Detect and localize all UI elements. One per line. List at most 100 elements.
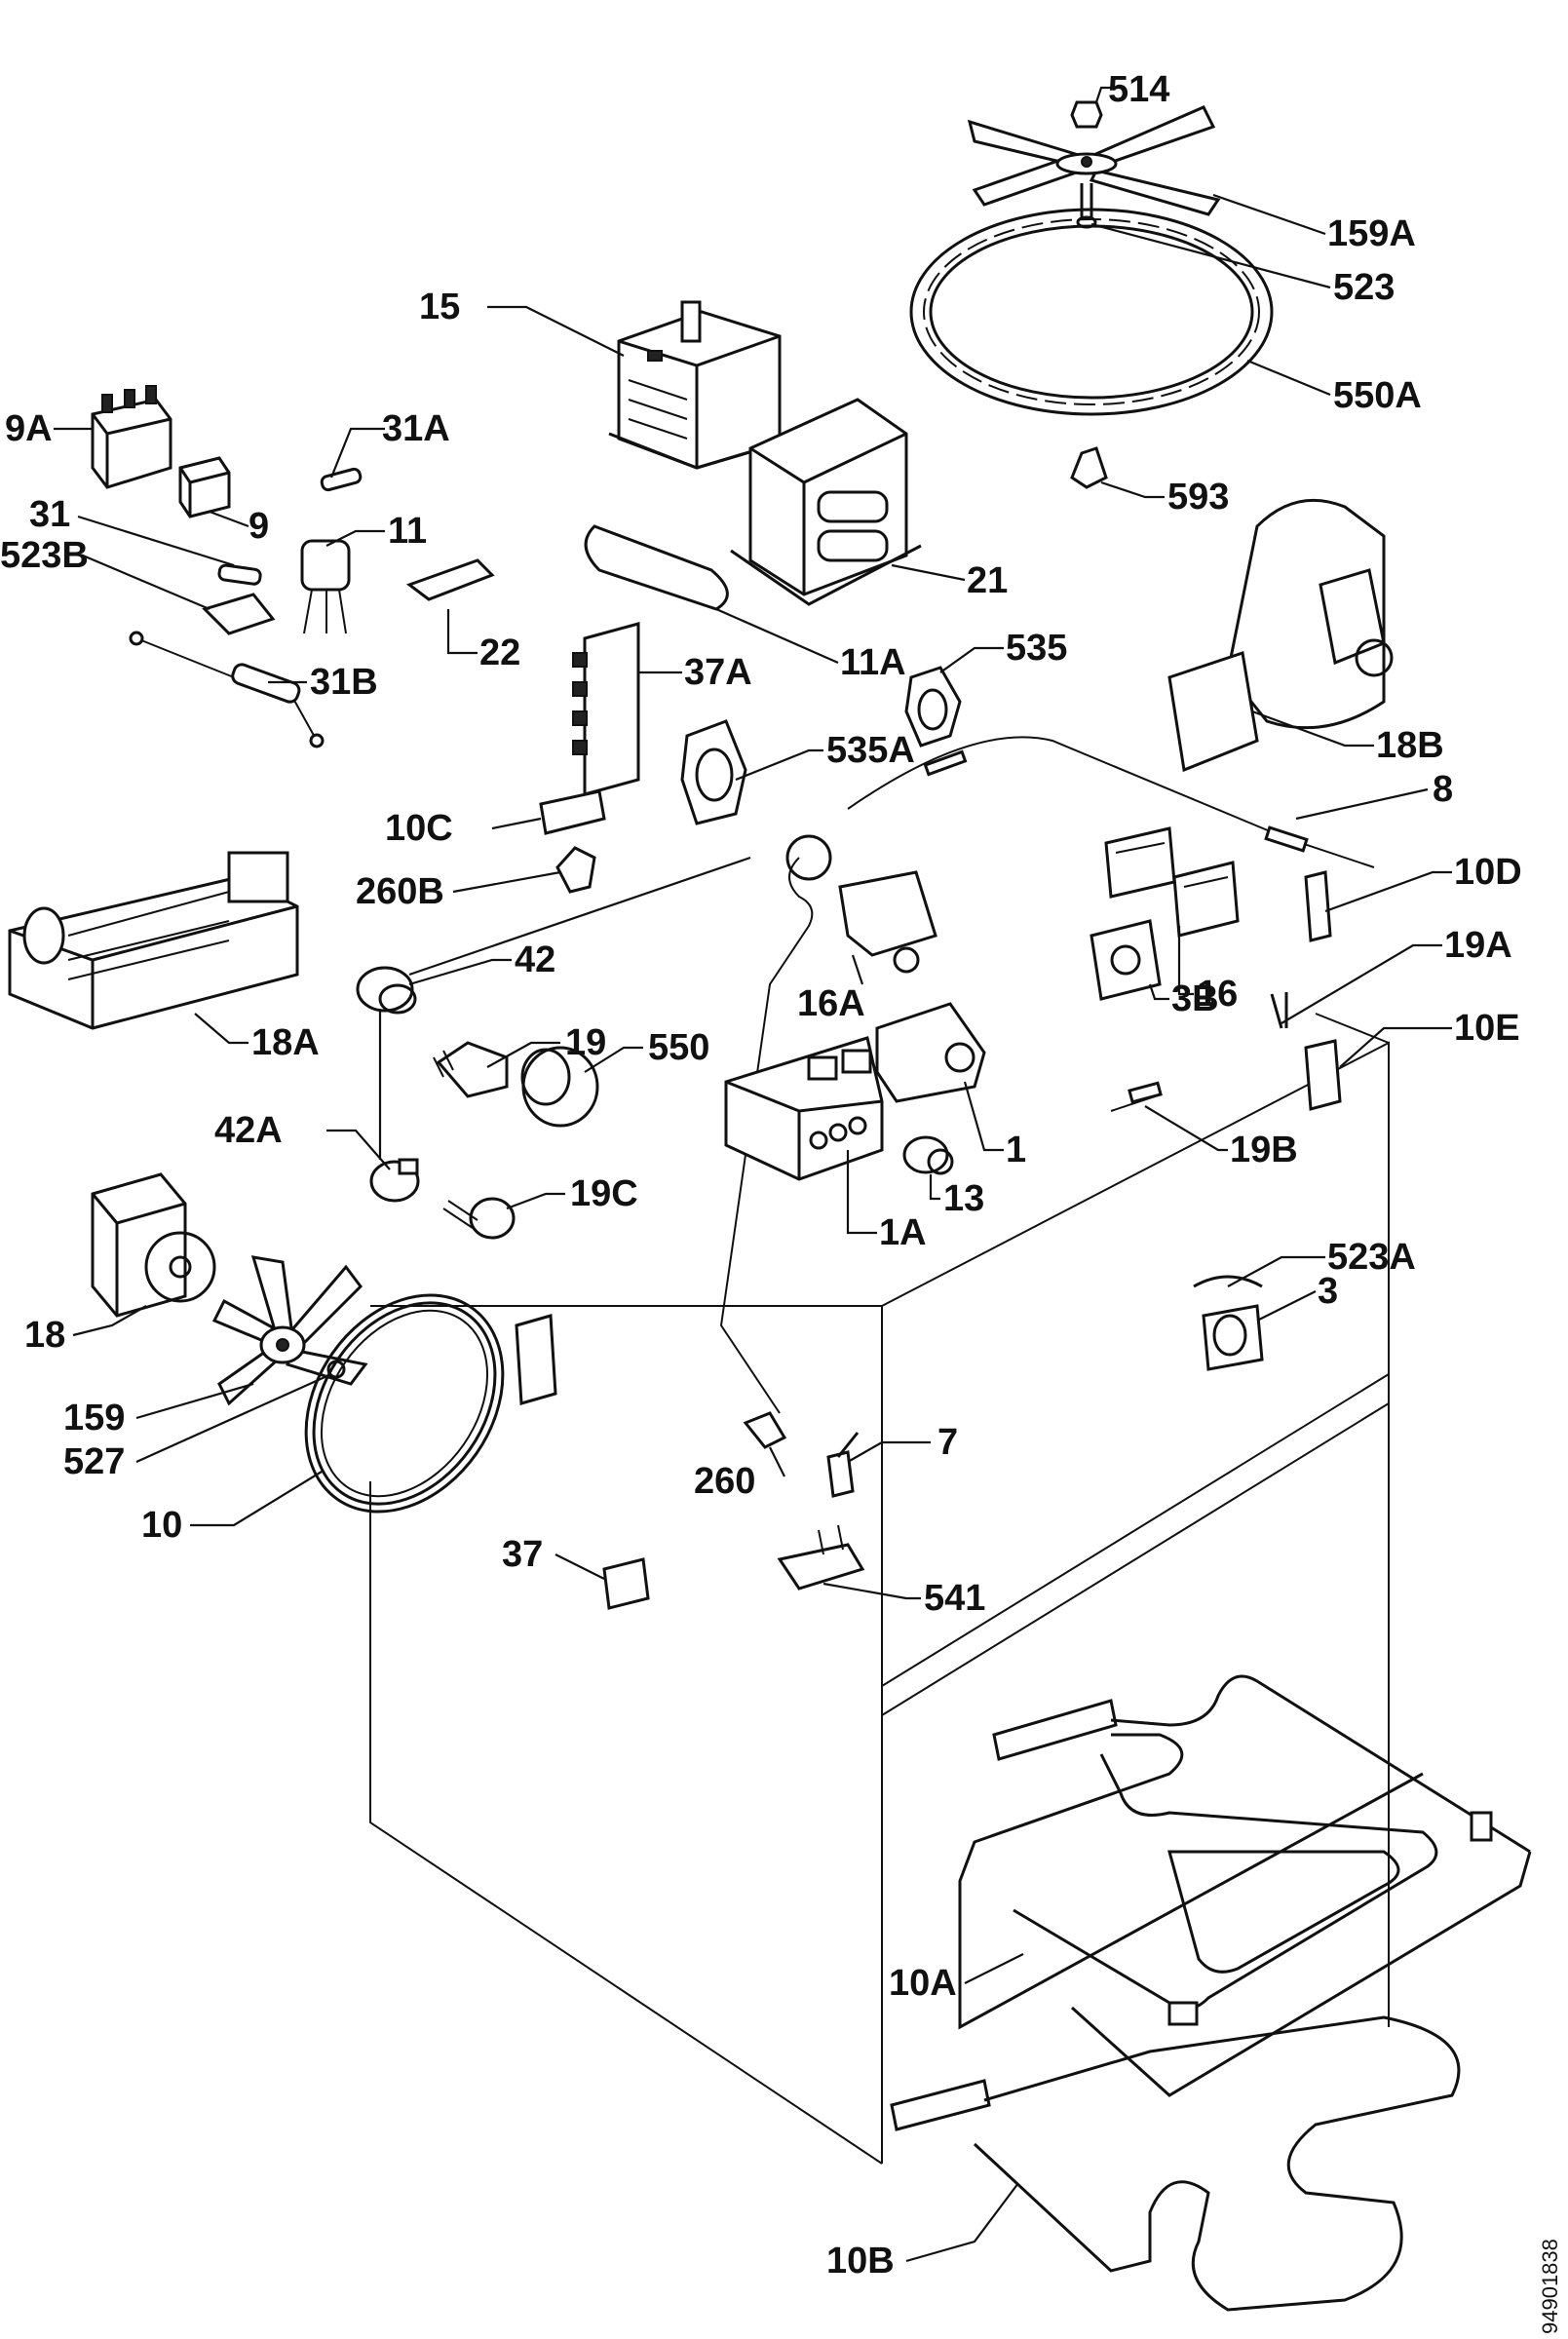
capacitor-11a [584, 524, 729, 611]
fuse-31a [320, 467, 363, 492]
label-16a: 16A [797, 983, 865, 1024]
label-9a: 9A [5, 408, 53, 449]
label-159a: 159A [1327, 213, 1416, 254]
label-11a: 11A [840, 642, 906, 683]
thermostat-3 [1202, 1304, 1264, 1371]
label-37a: 37A [684, 652, 752, 693]
label-523b: 523B [0, 535, 89, 576]
lamp-holder-535a [680, 719, 747, 825]
clip-593 [1070, 446, 1108, 489]
relay-9a [91, 385, 172, 489]
lamp-19 [433, 1041, 509, 1098]
sensor-8 [847, 736, 1375, 868]
terminal-block-37a [572, 622, 640, 796]
label-31b: 31B [310, 662, 378, 703]
label-13: 13 [943, 1178, 984, 1219]
label-10a: 10A [889, 1963, 957, 2004]
motor-18 [91, 1172, 216, 1318]
label-37: 37 [502, 1534, 543, 1575]
lamp-holder-535 [904, 666, 962, 748]
label-15: 15 [419, 287, 460, 327]
cable-19b [1110, 1081, 1163, 1112]
leader-lines [54, 86, 1452, 2263]
label-19b: 19B [1230, 1130, 1298, 1170]
label-10d: 10D [1454, 852, 1522, 893]
connector-37 [602, 1557, 650, 1610]
label-19c: 19C [570, 1173, 638, 1214]
label-1: 1 [1006, 1130, 1026, 1170]
programmer-1 [875, 1002, 986, 1103]
diode-22 [405, 558, 495, 601]
label-8: 8 [1433, 769, 1453, 810]
label-31: 31 [29, 494, 70, 535]
label-42: 42 [515, 939, 555, 980]
fan-blade-159a [967, 105, 1221, 229]
label-550a: 550A [1333, 375, 1422, 416]
label-260b: 260B [356, 871, 444, 912]
bottom-element-10b [890, 2015, 1461, 2312]
lens-550 [520, 1046, 599, 1128]
transformer-21 [730, 398, 922, 606]
label-19: 19 [565, 1022, 606, 1063]
fan-159 [211, 1255, 368, 1406]
switch-16 [1104, 826, 1240, 938]
label-550: 550 [648, 1027, 709, 1068]
label-7: 7 [937, 1422, 958, 1463]
label-19a: 19A [1444, 925, 1512, 966]
connector-10c [539, 789, 606, 835]
resistor-31b [129, 631, 325, 748]
grill-element-10a [958, 1674, 1532, 2097]
oven-cabinet [369, 1013, 1390, 2165]
control-panel-1a [724, 1036, 884, 1181]
fuse-31 [217, 563, 262, 586]
connector-10e [1304, 1039, 1342, 1111]
label-18b: 18B [1376, 725, 1444, 766]
label-42a: 42A [214, 1110, 283, 1151]
relay-9 [178, 456, 231, 518]
label-10: 10 [141, 1505, 182, 1546]
label-541: 541 [924, 1578, 985, 1619]
label-260: 260 [694, 1461, 755, 1502]
document-number: 94901838 [1538, 2239, 1562, 2334]
label-9: 9 [249, 506, 269, 547]
switch-7 [826, 1432, 860, 1498]
thermostat-3b [1090, 919, 1162, 1001]
label-535a: 535A [826, 730, 915, 771]
label-523: 523 [1333, 267, 1395, 308]
wire-19a [1270, 992, 1288, 1029]
ring-element-10 [304, 1293, 557, 1514]
label-10b: 10B [826, 2241, 895, 2281]
clip-260b [555, 846, 596, 894]
clip-523a [1193, 1275, 1263, 1288]
timer-16a [838, 870, 937, 974]
label-593: 593 [1167, 477, 1229, 518]
capacitor-11 [300, 539, 351, 634]
label-16: 16 [1197, 974, 1238, 1015]
connector-10d [1304, 870, 1332, 942]
thermostat-bulb [719, 834, 832, 1414]
label-159: 159 [63, 1398, 125, 1438]
switch-541 [777, 1524, 865, 1591]
holder-523b [202, 593, 276, 635]
lamp-13 [902, 1135, 954, 1175]
tangential-fan-18a [8, 851, 299, 1030]
label-527: 527 [63, 1441, 125, 1482]
magnetron-15 [608, 300, 795, 470]
label-22: 22 [479, 633, 520, 673]
label-10e: 10E [1454, 1008, 1520, 1049]
label-535: 535 [1006, 628, 1067, 669]
label-10c: 10C [385, 808, 453, 849]
nut-514 [1070, 100, 1103, 129]
ring-550a [909, 208, 1274, 416]
label-523a: 523A [1327, 1237, 1416, 1278]
lamp-holder-42a [369, 1158, 420, 1203]
label-18a: 18A [251, 1022, 320, 1063]
part-labels: 514 159A 523 550A 15 9A 31A 9 31 11 523B… [0, 69, 1522, 2281]
label-514: 514 [1108, 69, 1169, 110]
label-18: 18 [24, 1315, 65, 1356]
label-11: 11 [388, 511, 427, 552]
label-31a: 31A [382, 408, 450, 449]
label-3: 3 [1318, 1271, 1338, 1312]
lamp-holder-42 [356, 966, 417, 1015]
